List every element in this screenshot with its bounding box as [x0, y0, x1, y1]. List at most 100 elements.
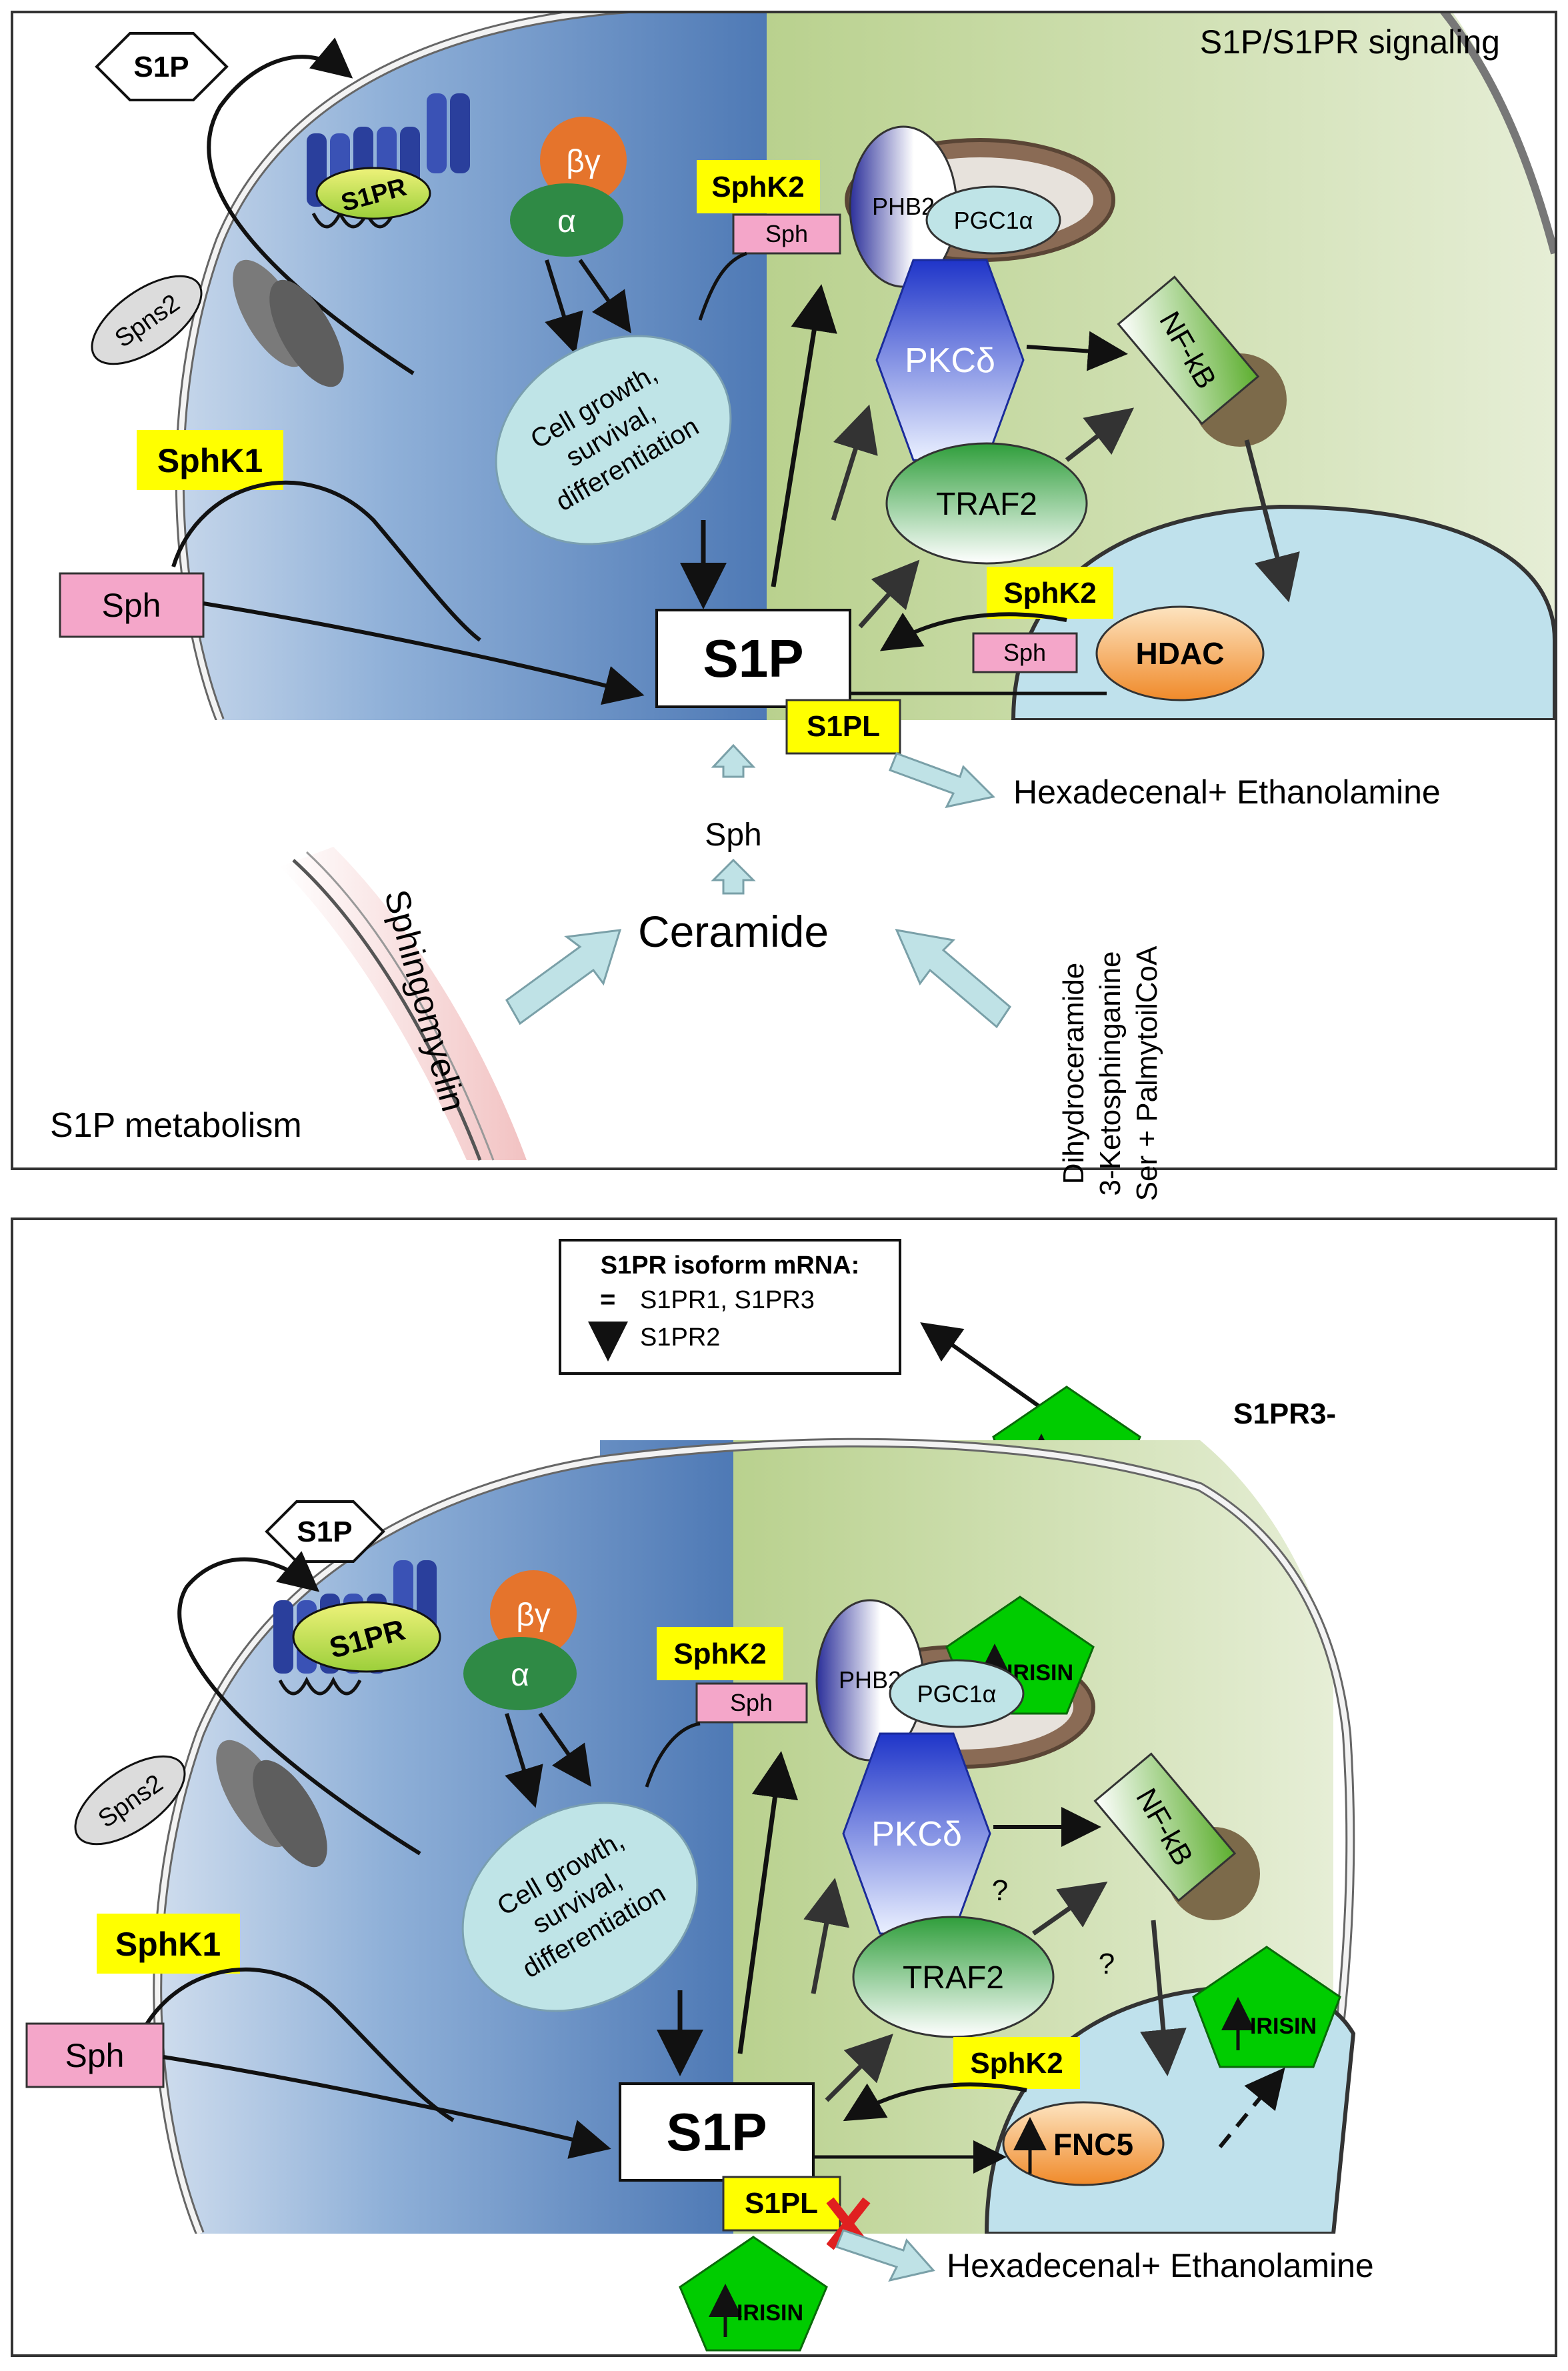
- spns2b-transporter: [216, 1740, 327, 1868]
- sphk1b-label: SphK1: [115, 1926, 221, 1963]
- fnc5-label: FNC5: [1053, 2127, 1133, 2162]
- arrow-s1p-up-1: [771, 284, 837, 587]
- spns2-ellipse: [91, 275, 203, 365]
- cell-growth-oval: [495, 335, 732, 545]
- dihydroceramide-label: Dihydroceramide: [1057, 963, 1090, 1185]
- traf2b-label: TRAF2: [903, 1960, 1004, 1996]
- arrow2-traf2-to-nfkb: [1031, 1881, 1108, 1936]
- arrow-sphingomyelin-to-ceramide: [505, 929, 622, 1025]
- sph2-to-s1p-arrow: [163, 2055, 611, 2159]
- sph-top-box: [732, 213, 841, 255]
- sphk2b-top-curve: [645, 1722, 701, 1788]
- sphk1-curve: [171, 481, 481, 642]
- sphk2-top-label: SphK2: [711, 171, 804, 203]
- ceramide-label: Ceramide: [638, 907, 829, 956]
- s1p-center-box: [655, 609, 851, 708]
- cell2-outer-white: [13, 1440, 600, 2234]
- arrow2-s1p-up-1: [737, 1751, 799, 2054]
- arrow-s1p-to-traf2: [858, 559, 920, 629]
- sphk2-top-box: [697, 160, 820, 213]
- pkcd2-label: PKCδ: [871, 1815, 962, 1854]
- sphk2b-right-box: [953, 2037, 1080, 2089]
- irisin-nucleus-label: IRISIN: [1250, 2014, 1317, 2039]
- cell-outer-white: [13, 13, 600, 720]
- sphingomyelin-membrane-2: [305, 851, 495, 1161]
- sph-mid-label: Sph: [705, 817, 761, 853]
- products2-label: Hexadecenal+ Ethanolamine: [947, 2247, 1374, 2284]
- isoform-line1: S1PR1, S1PR3: [640, 1286, 815, 1314]
- spns2b-ellipse: [74, 1755, 186, 1846]
- s1pl2-label: S1PL: [745, 2187, 818, 2220]
- products-label: Hexadecenal+ Ethanolamine: [1013, 773, 1441, 811]
- panel1-title: S1P/S1PR signaling: [1200, 23, 1500, 61]
- s1p-ligand-hexagon: [95, 32, 229, 101]
- traf2-ellipse: [885, 442, 1088, 565]
- sphk1-box: [137, 430, 283, 490]
- arrow2-s1pl-to-products: [835, 2229, 935, 2282]
- arrow2-gprotein-1: [505, 1713, 543, 1808]
- arrow2-nfkb-to-nucleus: [1140, 1920, 1187, 2076]
- question-mark-1: ?: [992, 1874, 1008, 1907]
- sph-right-label: Sph: [1003, 639, 1046, 666]
- alpha-label: α: [557, 204, 576, 239]
- sphk2-right-label: SphK2: [1003, 577, 1096, 609]
- sphingomyelin-membrane: [292, 859, 482, 1161]
- traf2-label: TRAF2: [936, 487, 1037, 522]
- s1pl-box: [785, 699, 901, 755]
- g-protein-alpha: [510, 183, 623, 257]
- s1pr-label-ellipse: [315, 167, 431, 220]
- release-label-1: S1PR3-: [1233, 1398, 1336, 1430]
- ser-palmitoylcoa-label: Ser + PalmytoilCoA: [1131, 945, 1163, 1201]
- sph-top-label: Sph: [765, 220, 808, 247]
- sph-left-label: Sph: [102, 587, 161, 624]
- spns2-transporter: [233, 259, 344, 387]
- sphk1b-box: [97, 1914, 240, 1974]
- s1p-to-receptor-arrow: [207, 37, 415, 375]
- arrow-traf2-to-nfkb: [1065, 407, 1135, 462]
- cell-membrane-right: [1440, 13, 1555, 255]
- panel1-lower-area: [15, 720, 1553, 1167]
- alpha2-label: α: [511, 1658, 529, 1693]
- sph-right-box: [972, 632, 1078, 673]
- cell2-outer-white-right: [1200, 1440, 1555, 2234]
- sphk2-right-box: [987, 567, 1113, 619]
- arrow-sph-to-s1p: [711, 743, 756, 778]
- sphk2b-right-label: SphK2: [970, 2047, 1063, 2080]
- isoform-title: S1PR isoform mRNA:: [601, 1252, 860, 1280]
- s1pr2-label-ellipse: [292, 1601, 441, 1673]
- pgc1a2-label: PGC1α: [917, 1680, 997, 1708]
- sphk2-top-curve: [698, 251, 747, 321]
- sphk2b-to-s1p-arrow: [843, 2082, 1027, 2122]
- isoform-eq-symbol: =: [600, 1285, 615, 1314]
- s1pl2-box: [722, 2176, 841, 2232]
- cell-growth2-oval: [461, 1802, 699, 2012]
- pgc1a-ellipse: [925, 185, 1061, 255]
- g2-protein-beta-gamma: [490, 1570, 577, 1657]
- panel1-footer: S1P metabolism: [50, 1106, 302, 1145]
- arrow-gprotein-1: [545, 259, 583, 355]
- arrow-pkcd-to-nfkb: [1026, 331, 1128, 371]
- ketosphinganine-label: 3-Ketosphinganine: [1094, 951, 1127, 1196]
- s1p2-ligand-label: S1P: [297, 1516, 352, 1548]
- g-protein-beta-gamma: [540, 117, 627, 203]
- irisin-bottom-pentagon: [679, 2236, 828, 2352]
- arrow-irisin-to-box: [920, 1322, 1041, 1409]
- isoform-line2: S1PR2: [640, 1324, 720, 1352]
- arrow-denovo-to-ceramide: [895, 929, 1011, 1029]
- sph2-left-box: [25, 2022, 165, 2088]
- irisin-bottom-label: IRISIN: [737, 2300, 803, 2326]
- arrow-ceramide-to-sph: [711, 858, 756, 895]
- phb2-label: PHB2: [872, 193, 935, 220]
- sph-to-s1p-arrow: [203, 601, 645, 705]
- pkcd-label: PKCδ: [905, 341, 995, 380]
- s1p2-center-label: S1P: [666, 2102, 767, 2162]
- sphk2-to-s1p-arrow: [879, 612, 1067, 651]
- arrow2-s1p-to-traf2: [825, 2034, 893, 2102]
- nfkb-box: [1117, 275, 1260, 425]
- cell-outer-white-right: [1453, 13, 1555, 253]
- s1pl-label: S1PL: [807, 710, 880, 743]
- arrow2-gprotein-2: [538, 1712, 591, 1787]
- pgc1a-label: PGC1α: [954, 207, 1033, 234]
- sph2-left-label: Sph: [65, 2037, 125, 2074]
